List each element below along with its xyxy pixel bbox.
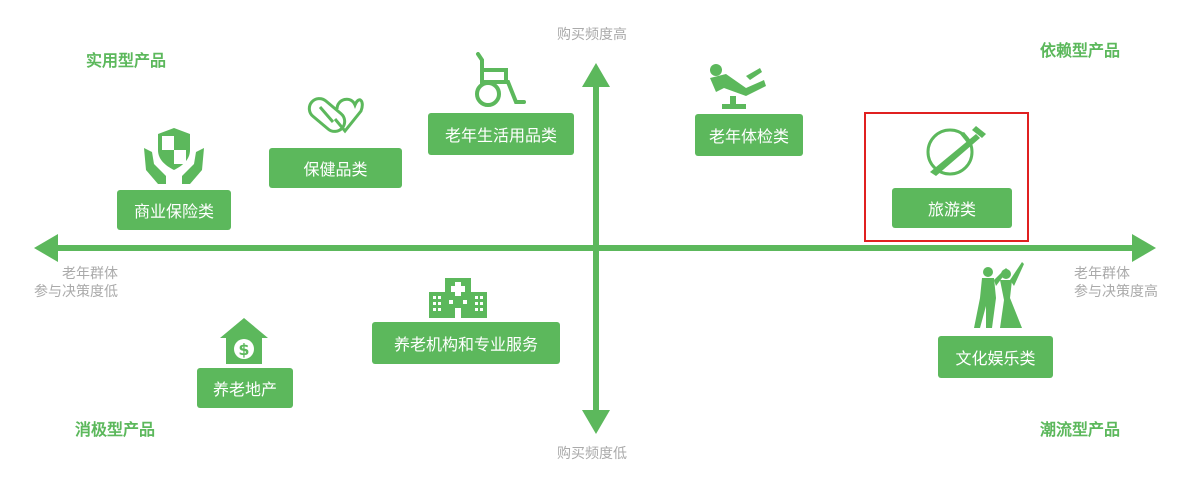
quadrant-bottom-left: 消极型产品 <box>75 420 156 439</box>
y-axis-top-arrow <box>582 63 610 87</box>
y-axis-bottom-arrow <box>582 410 610 434</box>
quadrant-top-left: 实用型产品 <box>86 51 167 70</box>
x-axis-right-label-line2: 参与决策度高 <box>1074 284 1158 300</box>
category-institution: 养老机构和专业服务 <box>372 322 560 364</box>
dental-chair-icon <box>710 64 766 109</box>
y-axis-bottom-label: 购买频度低 <box>557 446 627 462</box>
pill-heart-icon <box>307 97 364 134</box>
x-axis-right-label-line1: 老年群体 <box>1074 266 1130 282</box>
quadrant-bottom-right: 潮流型产品 <box>1040 420 1121 439</box>
category-travel: 旅游类 <box>892 188 1012 228</box>
plane-globe-icon <box>926 126 986 176</box>
category-living: 老年生活用品类 <box>428 113 574 155</box>
category-checkup: 老年体检类 <box>695 114 803 156</box>
category-realestate: 养老地产 <box>197 368 293 408</box>
x-axis-left-label: 老年群体 参与决策度低 <box>22 265 118 301</box>
quadrant-top-right: 依赖型产品 <box>1040 41 1121 60</box>
x-axis-right-arrow <box>1132 234 1156 262</box>
hospital-icon <box>429 278 487 318</box>
svg-text:$: $ <box>238 340 249 359</box>
x-axis-left-label-line2: 参与决策度低 <box>34 284 118 300</box>
house-dollar-icon: $ <box>220 318 268 364</box>
category-entertainment: 文化娱乐类 <box>938 336 1053 378</box>
shield-hands-icon <box>144 128 204 184</box>
wheelchair-icon <box>475 52 526 107</box>
dancing-couple-icon <box>974 262 1024 328</box>
y-axis-top-label: 购买频度高 <box>557 27 627 43</box>
x-axis-left-arrow <box>34 234 58 262</box>
category-health: 保健品类 <box>269 148 402 188</box>
x-axis-left-label-line1: 老年群体 <box>62 266 118 282</box>
category-insurance: 商业保险类 <box>117 190 231 230</box>
highlight-box <box>864 112 1029 242</box>
x-axis-right-label: 老年群体 参与决策度高 <box>1074 265 1158 301</box>
